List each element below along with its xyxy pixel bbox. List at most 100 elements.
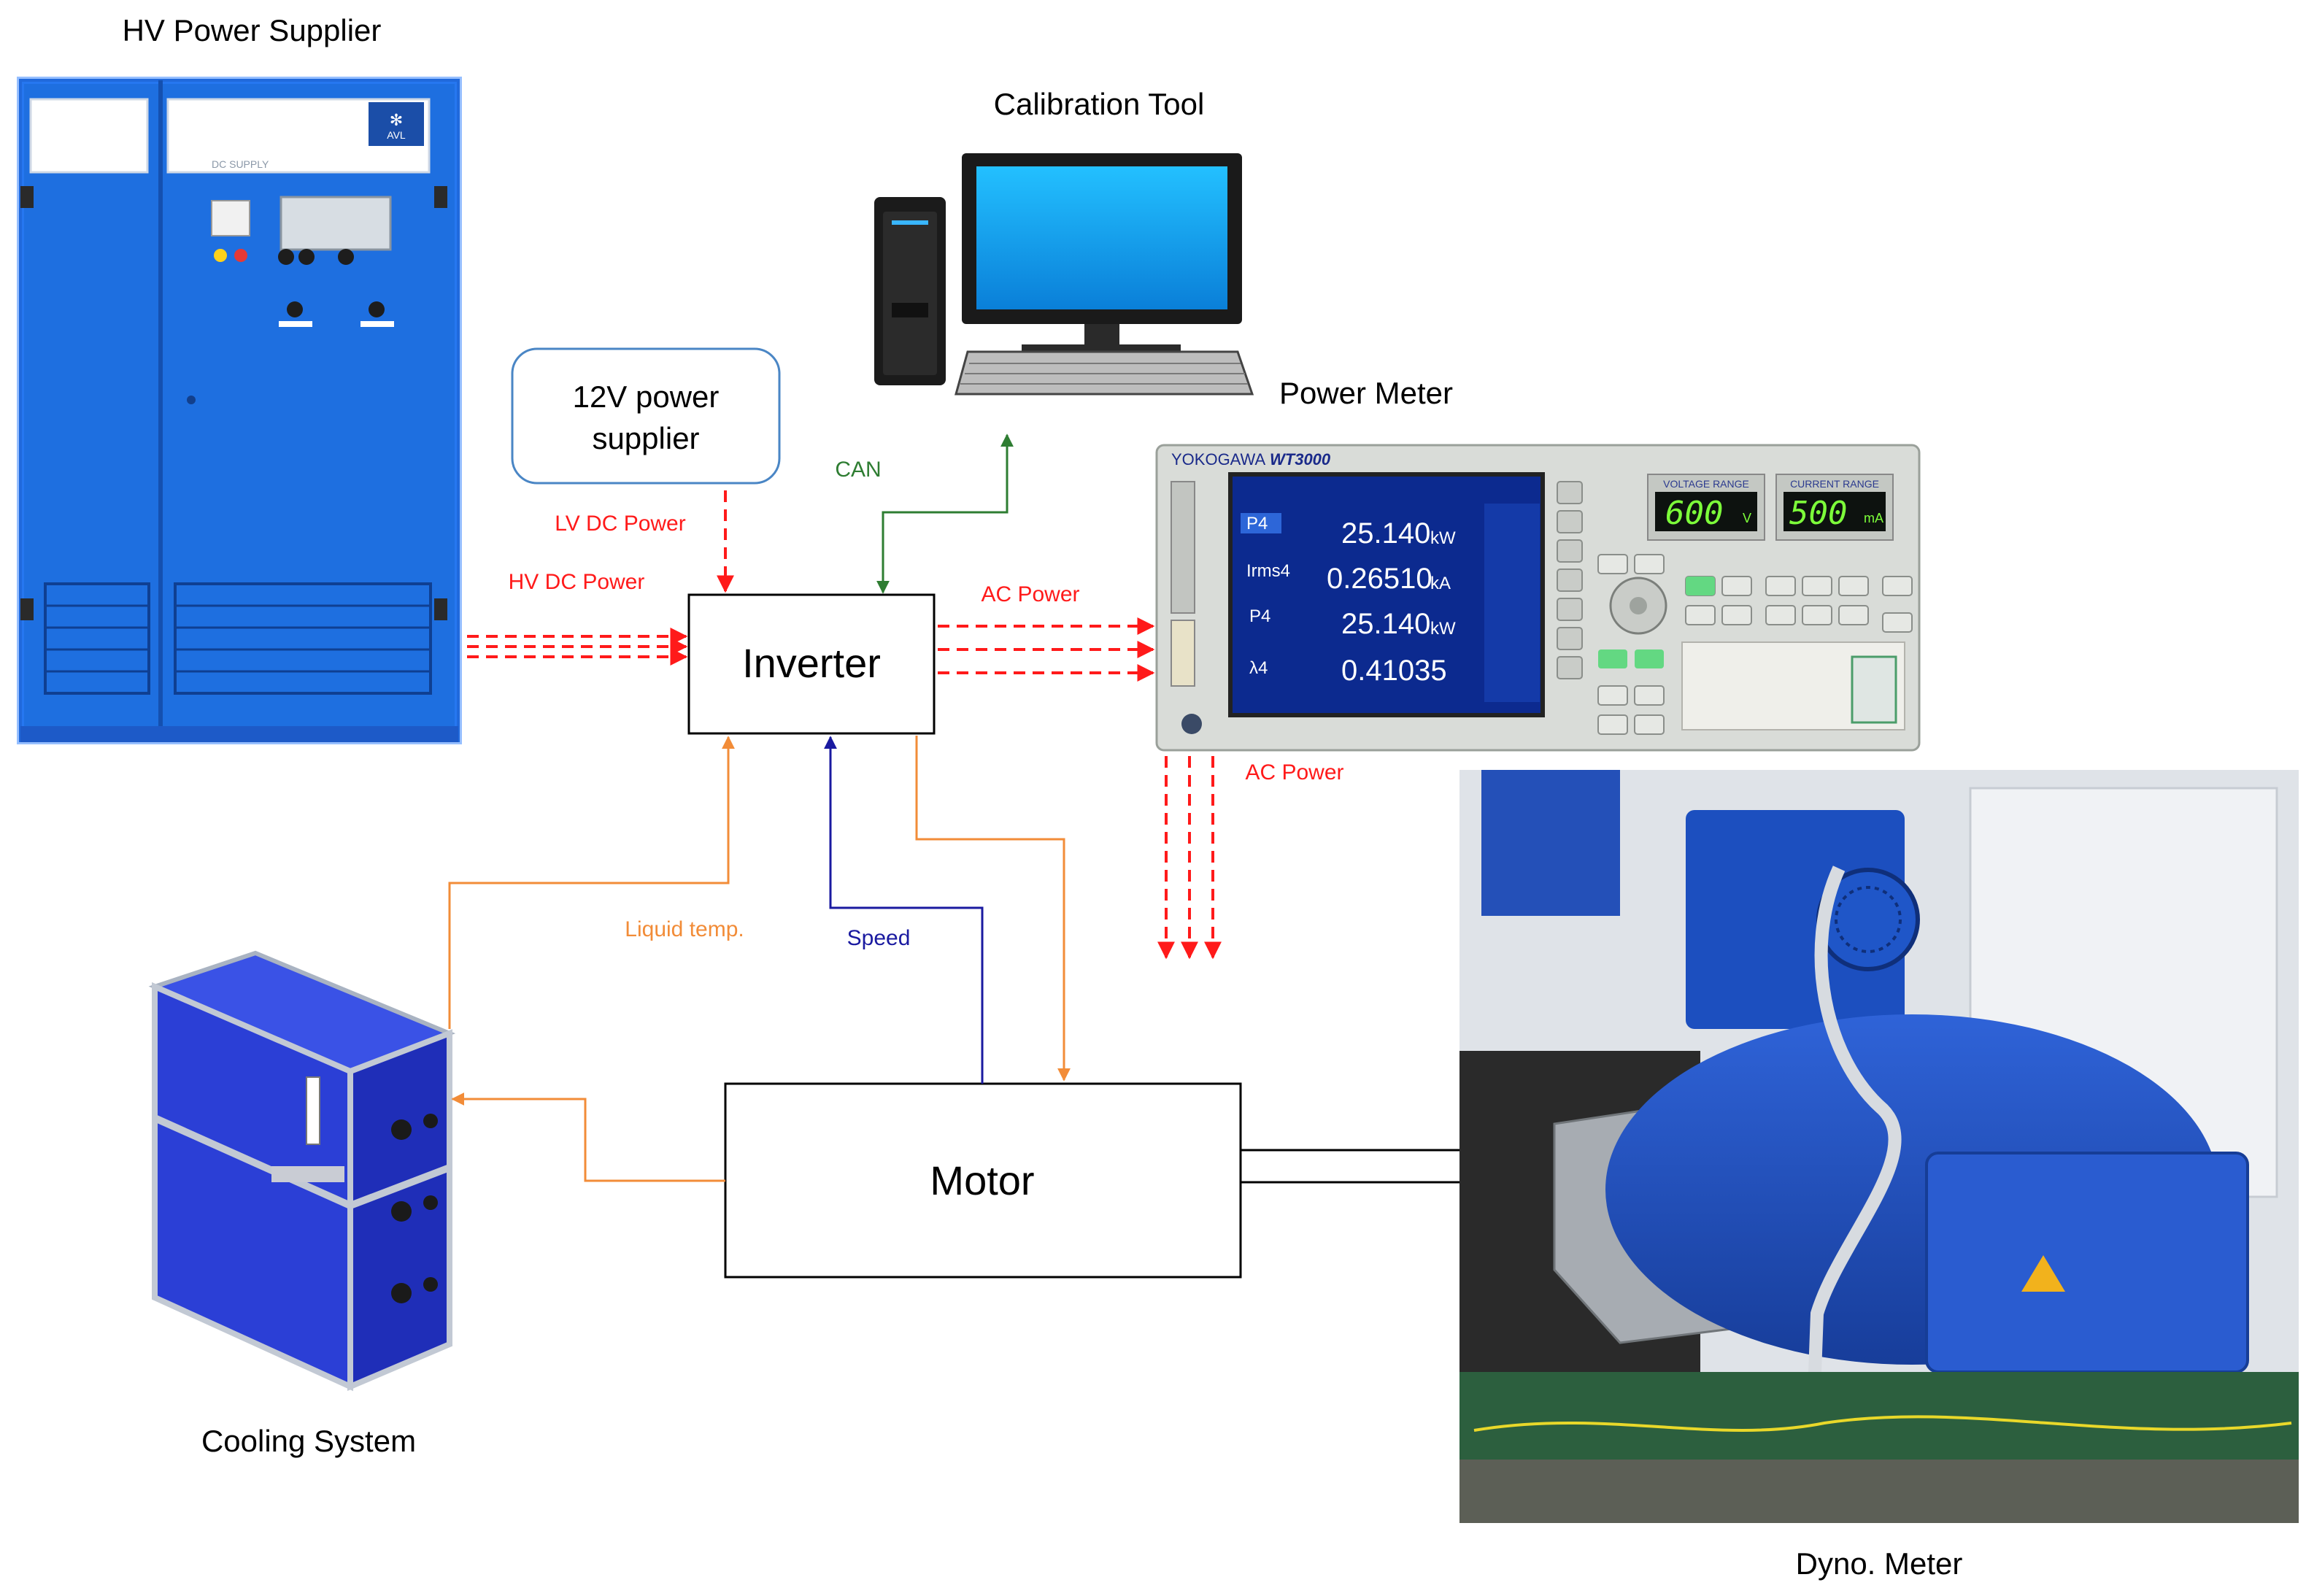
dyno-fan-grill: [1835, 886, 1902, 953]
reading-3-value: 25.140: [1341, 608, 1430, 640]
dyno-base-plate: [1459, 1372, 2299, 1460]
pc-tower-front: [883, 212, 937, 375]
pc-tower-slot: [892, 303, 928, 317]
motor-to-cooling-line: [451, 1092, 725, 1182]
hv-supplier-label: HV Power Supplier: [123, 13, 382, 47]
meter-screen-readings: P4 25.140 kW Irms4 0.26510 kA P4 25.140 …: [1241, 513, 1456, 687]
hv-vent-right: [174, 582, 432, 695]
speed-label: Speed: [847, 926, 911, 950]
reading-1-name: P4: [1246, 514, 1268, 533]
ac-power-top-label: AC Power: [981, 582, 1079, 606]
hv-knob-2: [298, 249, 315, 265]
lv-supplier-line1: 12V power: [573, 379, 720, 414]
cooling-ports: [391, 1114, 438, 1303]
voltage-range-unit: V: [1743, 511, 1751, 525]
can-label: CAN: [835, 458, 881, 482]
lv-supplier-line2: supplier: [592, 421, 699, 455]
meter-green-key-2: [1598, 649, 1627, 668]
hv-plate-text: DC SUPPLY: [212, 158, 269, 170]
reading-4-value: 0.41035: [1341, 655, 1447, 687]
dyno-meter-label: Dyno. Meter: [1796, 1546, 1963, 1581]
inverter-box: [687, 593, 936, 735]
reading-1-unit: kW: [1430, 528, 1456, 548]
motor-box: [724, 1082, 1242, 1279]
hv-yellow-button: [214, 249, 227, 262]
meter-sticker-tag: [1851, 655, 1897, 724]
cooling-knob-panel: [271, 1166, 344, 1182]
calibration-tool-label: Calibration Tool: [994, 87, 1205, 121]
dyno-fan-housing: [1686, 810, 1905, 1029]
inverter: Inverter: [687, 593, 936, 735]
hv-switch-left-base: [279, 321, 312, 327]
hv-control-display: [279, 196, 392, 251]
monitor-screen: [976, 166, 1227, 309]
current-range-title: CURRENT RANGE: [1790, 478, 1879, 490]
reading-3-name: P4: [1249, 606, 1270, 626]
lv-dc-power-label: LV DC Power: [555, 512, 686, 536]
can-line-to-tool: [882, 433, 1014, 593]
hv-switch-right-base: [360, 321, 394, 327]
hv-power-supplier: HV Power Supplier DC SUPPLY AVL ✻: [17, 13, 462, 744]
current-range-value: 500: [1789, 495, 1847, 532]
hv-base: [20, 726, 458, 742]
motor: Motor: [724, 1082, 1242, 1279]
cooling-system: Cooling System: [148, 950, 456, 1458]
hv-dc-power-label: HV DC Power: [509, 570, 645, 594]
lv-supplier-box: [511, 347, 781, 485]
hv-switch-right: [369, 301, 385, 317]
calibration-tool: Calibration Tool: [874, 87, 1254, 396]
meter-screen-sidebar: [1484, 504, 1540, 702]
reading-4-name: λ4: [1249, 658, 1268, 678]
cooling-system-label: Cooling System: [201, 1424, 416, 1458]
meter-power-button: [1181, 714, 1202, 734]
avl-logo-star: ✻: [390, 111, 403, 129]
liquid-temp-label: Liquid temp.: [625, 917, 744, 941]
hv-hinge-4: [434, 598, 447, 620]
dyno-warning-sign: [2021, 1255, 2065, 1292]
current-range-unit: mA: [1864, 511, 1883, 525]
meter-keypad: [1597, 554, 1913, 735]
meter-dial-center: [1630, 597, 1647, 614]
hv-dc-power-lines: [467, 628, 688, 666]
hv-hinge-3: [434, 186, 447, 208]
keyboard-keys: [960, 363, 1248, 385]
meter-model: WT3000: [1270, 450, 1331, 469]
reading-2-unit: kA: [1430, 574, 1451, 593]
avl-logo-text: AVL: [387, 129, 406, 141]
monitor-base: [1022, 344, 1181, 352]
reading-3-unit: kW: [1430, 619, 1456, 639]
hv-hinge-2: [20, 598, 34, 620]
hv-vent-slats: [45, 604, 431, 673]
ac-power-lines-down: [1157, 756, 1222, 960]
voltage-range-display: [1655, 492, 1757, 531]
liquid-temp-line: [448, 736, 735, 1029]
ac-power-lines-top: [938, 617, 1155, 682]
meter-green-key-3: [1635, 649, 1664, 668]
hv-top-panel-left: [29, 98, 149, 174]
reading-2-value: 0.26510: [1327, 563, 1432, 595]
dyno-yellow-wire: [1473, 1415, 2292, 1432]
inverter-label: Inverter: [742, 640, 881, 686]
hv-lock: [187, 396, 196, 404]
reading-highlight: [1241, 513, 1281, 533]
meter-green-key-1: [1686, 577, 1715, 595]
dyno-cable: [1803, 866, 1902, 1511]
lv-power-supplier: 12V power supplier: [511, 347, 781, 485]
dyno-floor: [1459, 1460, 2299, 1523]
hv-control-screen: [211, 200, 250, 236]
ac-power-down-label: AC Power: [1245, 760, 1343, 784]
hv-knob-1: [278, 249, 294, 265]
motor-label: Motor: [930, 1157, 1034, 1203]
speed-line: [824, 736, 984, 1084]
hv-vent-left: [44, 582, 150, 695]
avl-logo: [369, 102, 424, 146]
meter-drive-slot: [1171, 481, 1195, 614]
dyno-terminal-box: [1925, 1152, 2249, 1373]
inverter-to-motor-line: [915, 736, 1071, 1082]
hv-red-button: [234, 249, 247, 262]
voltage-range-title: VOLTAGE RANGE: [1663, 478, 1749, 490]
meter-side-buttons: [1557, 481, 1583, 679]
reading-1-value: 25.140: [1341, 517, 1430, 550]
meter-brand: YOKOGAWA: [1171, 450, 1265, 469]
hv-switch-left: [287, 301, 303, 317]
